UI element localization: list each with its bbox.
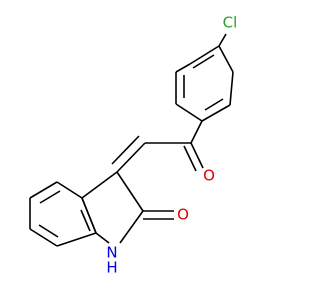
bond — [95, 232, 110, 244]
bond — [29, 181, 58, 199]
bond — [175, 103, 203, 122]
bond — [201, 104, 231, 122]
bond — [204, 98, 224, 111]
bond — [183, 145, 197, 172]
bond — [190, 142, 204, 169]
lactam-oxygen-label: O — [177, 206, 189, 224]
bond — [190, 120, 203, 144]
bond — [80, 209, 91, 232]
amine-hydrogen-label: H — [106, 259, 117, 277]
ketone-oxygen-label: O — [203, 167, 215, 185]
bond — [189, 45, 220, 65]
bond — [56, 232, 97, 247]
bond — [218, 45, 234, 73]
bond-set — [29, 33, 234, 247]
molecule-structure: Cl O O N H — [29, 14, 238, 277]
bond — [81, 197, 97, 234]
bond — [192, 54, 215, 69]
bond — [111, 135, 140, 165]
bond — [116, 171, 144, 212]
bond — [218, 33, 227, 47]
chlorine-atom-label: Cl — [223, 14, 238, 32]
bond — [38, 224, 59, 238]
bond — [56, 181, 83, 199]
bond — [175, 63, 191, 73]
bond — [39, 190, 61, 204]
bond — [119, 210, 144, 244]
amine-nitrogen-label: N — [106, 244, 117, 262]
bond — [116, 142, 146, 173]
bond — [29, 228, 58, 247]
bond — [81, 171, 118, 199]
bond — [229, 71, 234, 106]
